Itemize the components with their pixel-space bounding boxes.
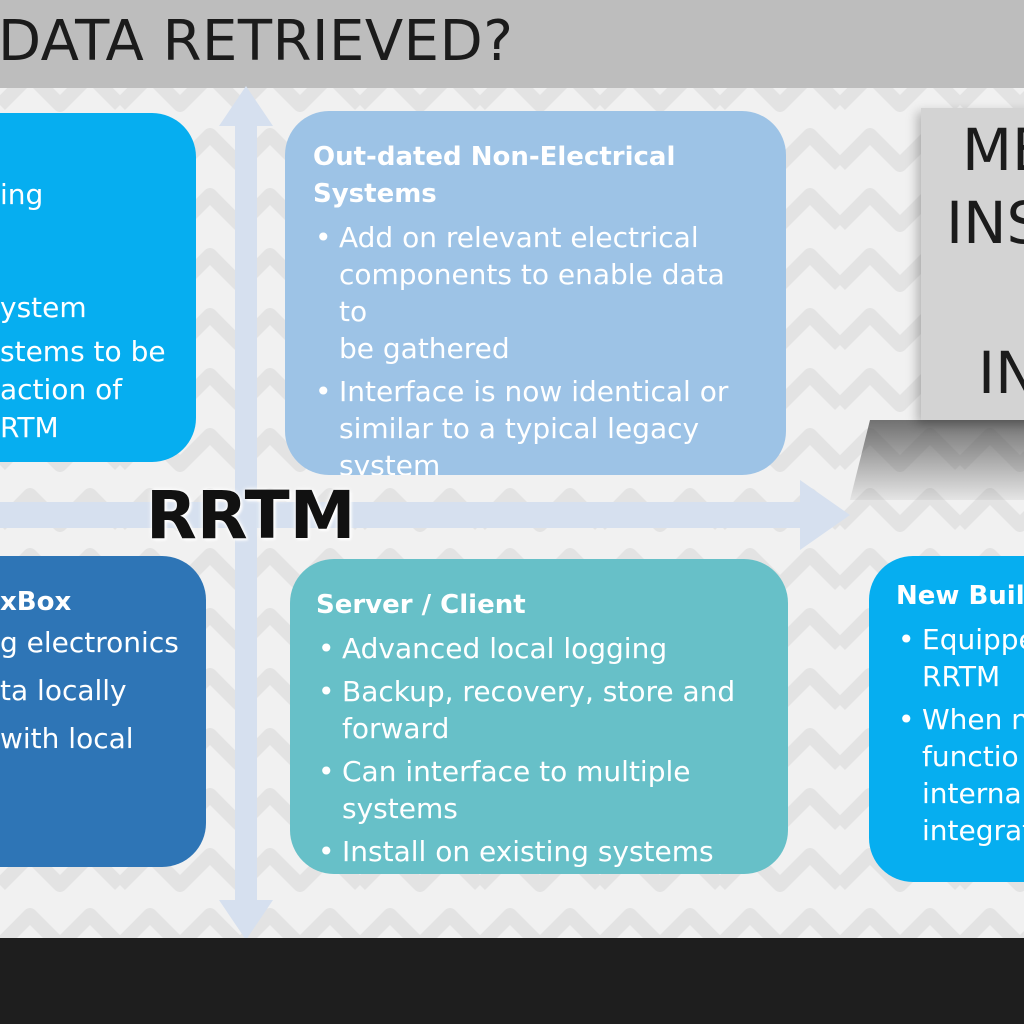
gray-card-line: ME [962,116,1024,184]
box-top-left-line: ystem [0,291,87,324]
bullet-line: be gathered [339,332,510,365]
bullet-line: Advanced local logging [342,632,668,665]
box-server-client: Server / Client • Advanced local logging… [290,559,788,874]
box-top-left-line: action of [0,373,123,406]
slide: DATA RETRIEVED? ing ystem stems to be ac… [0,0,1024,938]
bullet-icon: • [315,375,332,408]
bullet-line: integrat [922,814,1024,847]
bullet-line: Equippe [922,623,1024,656]
box-top-left: ing ystem stems to be action of RTM [0,113,196,462]
bullet-item: • Advanced local logging [316,630,760,667]
bullet-line: Add on relevant electrical [339,221,699,254]
bullet-line: systems [342,792,458,825]
box-heading: Out-dated Non-Electrical [313,142,676,172]
bullet-line: functio [922,740,1019,773]
slide-title: DATA RETRIEVED? [0,9,514,74]
bullet-item: • When n functio internal integrat [896,701,1024,849]
box-bottom-left-line: with local [0,722,134,755]
gray-card-shadow [850,420,1024,500]
bullet-line: internal [922,777,1024,810]
box-top-left-line: stems to be [0,335,166,368]
bullet-line: Backup, recovery, store and [342,675,736,708]
box-heading: New Buil [896,581,1024,611]
bullet-icon: • [898,703,915,736]
bullet-icon: • [318,632,335,665]
box-new-build: New Buil • Equippe RRTM • When n functio… [869,556,1024,882]
box-top-left-line: RTM [0,411,59,444]
bullet-item: • Interface is now identical or similar … [313,373,758,475]
bullet-item: • Can interface to multiple systems [316,753,760,827]
bullet-line: forward [342,712,450,745]
title-bar: DATA RETRIEVED? [0,0,1024,88]
bullet-item: • Install on existing systems [316,833,760,870]
bullet-list: • Equippe RRTM • When n functio internal… [896,621,1024,849]
bullet-line: When n [922,703,1024,736]
bullet-line: Interface is now identical or [339,375,729,408]
box-top-left-line: ing [0,178,44,211]
bullet-icon: • [318,835,335,868]
horizontal-arrow [0,480,850,550]
gray-card-line: INS [946,189,1024,257]
gray-card: ME INS IN [921,108,1024,420]
bullet-icon: • [318,675,335,708]
box-outdated-non-electrical: Out-dated Non-Electrical Systems • Add o… [285,111,786,475]
bullet-line: Can interface to multiple [342,755,691,788]
rrtm-center-label: RRTM [146,477,356,554]
bullet-line: components to enable data to [339,258,725,328]
bullet-line: Install on existing systems [342,835,714,868]
bullet-icon: • [898,623,915,656]
gray-card-line: IN [978,339,1024,407]
bottom-black-bar [0,938,1024,1024]
bullet-line: system [339,449,441,475]
bullet-item: • Add on relevant electrical components … [313,219,758,367]
bullet-line: RRTM [922,660,1001,693]
box-bottom-left-line: ta locally [0,674,127,707]
bullet-list: • Add on relevant electrical components … [313,219,758,475]
bullet-line: similar to a typical legacy [339,412,700,445]
bullet-list: • Advanced local logging • Backup, recov… [316,630,760,870]
box-heading: xBox [0,587,72,617]
box-heading: Systems [313,179,437,209]
bullet-item: • Backup, recovery, store and forward [316,673,760,747]
bullet-icon: • [318,755,335,788]
bullet-icon: • [315,221,332,254]
box-bottom-left-line: g electronics [0,626,179,659]
box-heading: Server / Client [316,590,526,620]
bullet-item: • Equippe RRTM [896,621,1024,695]
box-bottom-left: xBox g electronics ta locally with local [0,556,206,867]
